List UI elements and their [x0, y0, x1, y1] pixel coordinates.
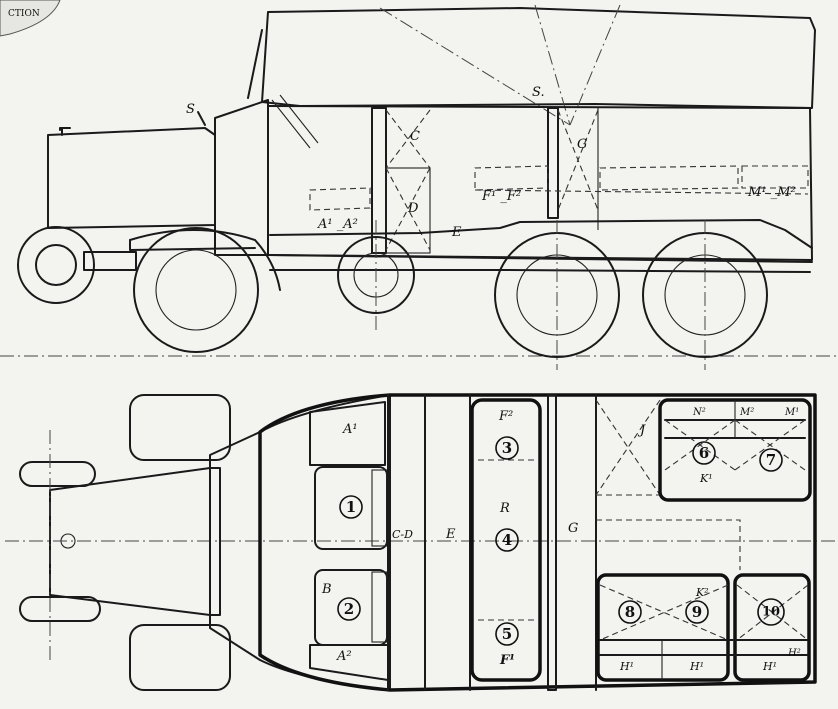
label-n2: N² [692, 407, 706, 418]
svg-text:8: 8 [625, 603, 635, 621]
position-3: 3 [495, 436, 519, 460]
zone-j-cross [595, 399, 661, 496]
plan-front-wheel-bottom [129, 624, 231, 691]
label-f1: F¹ [499, 653, 515, 668]
seat-top-cross [664, 419, 806, 471]
seat-f-side [474, 165, 549, 191]
stamp-text: CTION [8, 9, 40, 19]
seat-bench-f [470, 398, 542, 682]
position-7: 7 [759, 448, 783, 472]
label-k1: K¹ [699, 472, 713, 485]
windshield-strut [247, 29, 263, 99]
middle-wheel [337, 236, 415, 314]
position-2: 2 [337, 597, 361, 621]
spare-wheel-hub [35, 244, 77, 286]
label-s-roof: S. [532, 85, 545, 100]
position-9: 9 [685, 600, 709, 624]
label-a2: A² [336, 649, 352, 664]
position-10: 10 [757, 598, 785, 626]
svg-text:6: 6 [699, 444, 709, 462]
side-view: S S. C D E G A¹ _A² F¹ _F² M¹ _M² [17, 4, 816, 370]
label-m1-m2: M¹ _M² [747, 185, 796, 200]
wiper [271, 94, 319, 149]
svg-text:3: 3 [502, 439, 512, 457]
label-g-plan: G [568, 521, 578, 536]
label-r: R [499, 501, 510, 516]
label-c: C [410, 129, 420, 144]
seat-block-bottom-left [596, 573, 730, 682]
label-h1-c: H¹ [762, 660, 777, 673]
label-s-front: S [186, 102, 195, 117]
svg-text:1: 1 [346, 498, 356, 516]
roof-construction-line [569, 4, 621, 126]
label-a1-a2: A¹ _A² [317, 217, 358, 232]
plan-spare-top [19, 461, 96, 487]
position-1: 1 [339, 495, 363, 519]
label-e-plan: E [445, 527, 456, 542]
seat-1-back [371, 469, 388, 547]
seat-a-side [309, 187, 371, 211]
panel-d-cross [385, 167, 431, 251]
label-m1: M¹ [784, 407, 799, 418]
svg-text:4: 4 [502, 531, 512, 549]
mirror-s [197, 111, 206, 126]
label-g: G [577, 137, 587, 152]
label-f2: F² [498, 409, 513, 424]
label-h1-a: H¹ [619, 660, 634, 673]
label-d: D [407, 201, 419, 216]
rear-pillar [547, 107, 559, 219]
front-wheel-rim [155, 249, 237, 331]
front-bumper [83, 251, 137, 271]
front-wheel [133, 227, 259, 353]
label-h1-b: H¹ [689, 660, 704, 673]
label-j: J [637, 423, 646, 438]
bonnet [47, 127, 216, 229]
spare-wheel-outer [17, 226, 95, 304]
zone-a1 [309, 401, 386, 466]
plan-body-outline [258, 393, 817, 692]
position-4: 4 [495, 528, 519, 552]
door-pillar [371, 107, 387, 254]
label-a1: A¹ [342, 422, 358, 437]
radiator-cap [59, 127, 71, 136]
position-6: 6 [692, 441, 716, 465]
position-5: 5 [495, 622, 519, 646]
roof-construction-line [379, 7, 571, 126]
svg-text:5: 5 [502, 625, 512, 643]
position-8: 8 [618, 600, 642, 624]
seat-2-back [371, 571, 388, 643]
svg-text:7: 7 [766, 451, 776, 469]
label-c-d: C-D [392, 528, 413, 541]
wheel-arch-line [269, 219, 813, 249]
label-m2: M² [739, 407, 754, 418]
roof-construction-line [534, 4, 571, 126]
body-side [267, 105, 813, 261]
label-b: B [321, 582, 332, 597]
panel-c-cross [385, 109, 431, 169]
svg-text:2: 2 [344, 600, 354, 618]
plan-front-wheel-top [129, 394, 231, 461]
seat-block-bottom-right [733, 573, 811, 682]
seat-m-side [599, 165, 809, 191]
panel-g-cross [557, 109, 599, 211]
floor-line [474, 189, 809, 195]
bulkhead-g [547, 394, 557, 691]
label-e: E [451, 225, 462, 240]
archive-stamp: CTION [0, 0, 61, 37]
label-h2: H² [787, 648, 801, 659]
plan-view: 1 2 3 4 5 6 7 8 9 10 A¹ A² B C-D E F² R … [5, 393, 838, 692]
front-mudguard-edge [129, 239, 256, 251]
label-k2: K² [695, 586, 709, 599]
svg-text:9: 9 [692, 603, 702, 621]
svg-text:10: 10 [762, 605, 780, 620]
plan-leader [596, 519, 741, 570]
label-f1-f2: F¹ _F² [481, 189, 521, 204]
front-mudguard [129, 229, 281, 291]
frame-rail [269, 269, 811, 273]
